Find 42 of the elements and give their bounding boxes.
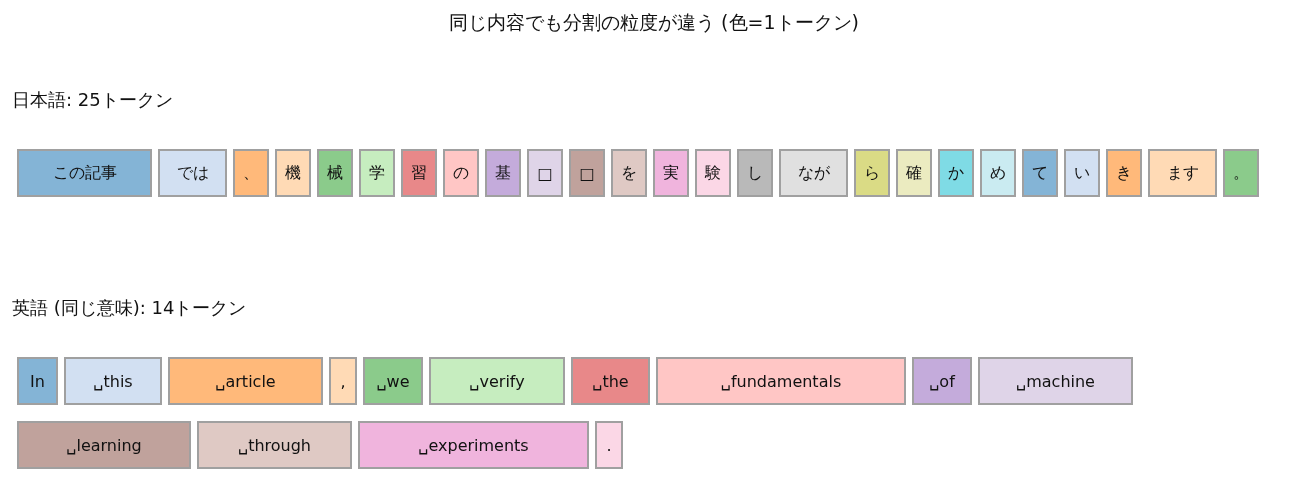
token-box: ␣this xyxy=(64,357,162,405)
token-box: か xyxy=(938,149,974,197)
token-box: ら xyxy=(854,149,890,197)
token-box: 実 xyxy=(653,149,689,197)
token-box: を xyxy=(611,149,647,197)
token-box: 、 xyxy=(233,149,269,197)
token-box: め xyxy=(980,149,1016,197)
token-box: ␣of xyxy=(912,357,972,405)
token-box: の xyxy=(443,149,479,197)
token-box: では xyxy=(158,149,227,197)
token-box: い xyxy=(1064,149,1100,197)
token-box: □ xyxy=(527,149,563,197)
token-box: この記事 xyxy=(17,149,152,197)
token-box: ␣we xyxy=(363,357,423,405)
token-box: ます xyxy=(1148,149,1217,197)
token-box: なが xyxy=(779,149,848,197)
token-box: 。 xyxy=(1223,149,1259,197)
token-box: 習 xyxy=(401,149,437,197)
diagram-title: 同じ内容でも分割の粒度が違う (色=1トークン) xyxy=(448,10,860,35)
token-box: て xyxy=(1022,149,1058,197)
token-box: 学 xyxy=(359,149,395,197)
token-box: ␣experiments xyxy=(358,421,589,469)
token-box: ␣fundamentals xyxy=(656,357,906,405)
section-heading: 日本語: 25トークン xyxy=(12,88,173,112)
token-box: 確 xyxy=(896,149,932,197)
token-box: 験 xyxy=(695,149,731,197)
token-box: . xyxy=(595,421,623,469)
token-box: 機 xyxy=(275,149,311,197)
token-box: し xyxy=(737,149,773,197)
token-box: 械 xyxy=(317,149,353,197)
token-box: □ xyxy=(569,149,605,197)
token-box: ␣machine xyxy=(978,357,1133,405)
token-box: ␣the xyxy=(571,357,650,405)
token-box: 基 xyxy=(485,149,521,197)
token-box: き xyxy=(1106,149,1142,197)
token-box: ␣learning xyxy=(17,421,191,469)
token-box: , xyxy=(329,357,357,405)
section-heading: 英語 (同じ意味): 14トークン xyxy=(12,296,247,320)
token-box: ␣verify xyxy=(429,357,565,405)
token-box: In xyxy=(17,357,58,405)
token-box: ␣article xyxy=(168,357,323,405)
token-box: ␣through xyxy=(197,421,352,469)
